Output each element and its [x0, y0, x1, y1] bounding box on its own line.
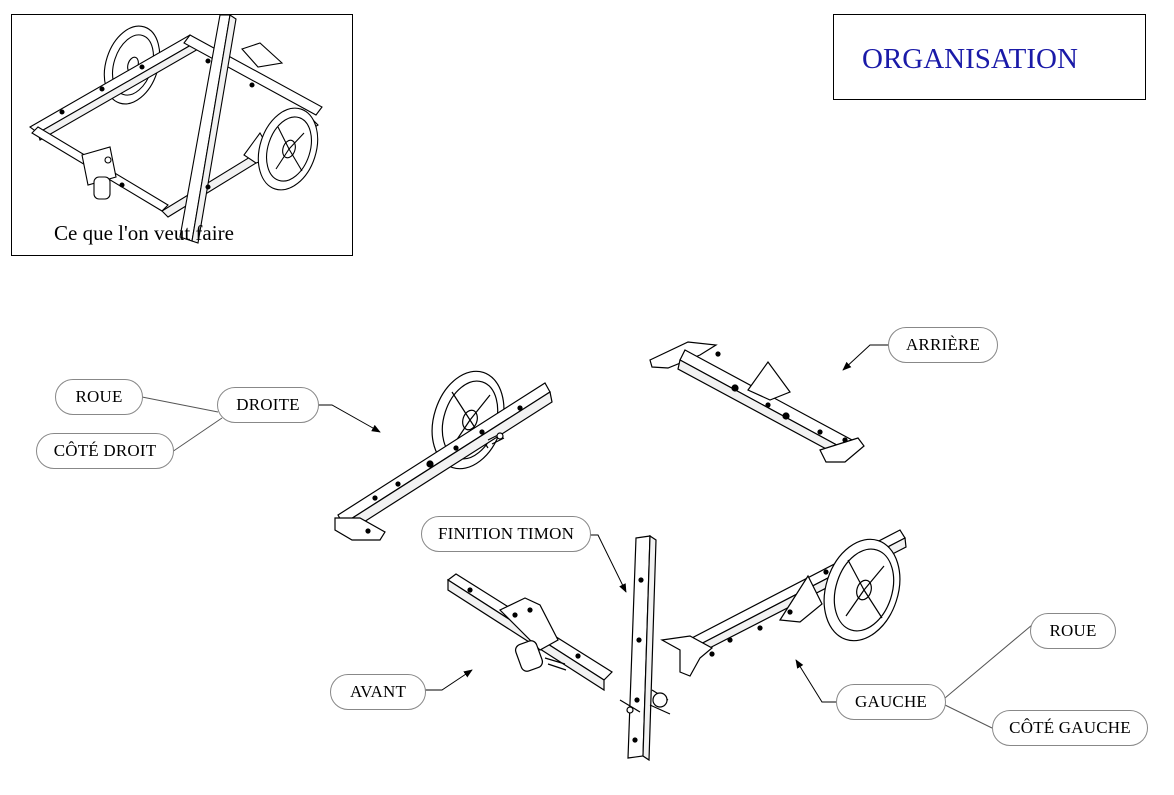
front-part	[446, 573, 613, 692]
label-avant: AVANT	[330, 674, 426, 710]
label-roue-left: ROUE	[1030, 613, 1116, 649]
title-box: ORGANISATION	[833, 14, 1146, 100]
drawbar-part	[619, 534, 671, 762]
label-droite: DROITE	[217, 387, 319, 423]
right-side-part	[334, 370, 553, 541]
left-side-part	[660, 529, 907, 677]
preview-caption: Ce que l'on veut faire	[54, 221, 234, 245]
assembled-cart-drawing	[29, 15, 323, 244]
label-roue-right: ROUE	[55, 379, 143, 415]
leader-lines	[141, 344, 1033, 729]
preview-inset: Ce que l'on veut faire	[11, 14, 353, 256]
label-finition-timon: FINITION TIMON	[421, 516, 591, 552]
page-title: ORGANISATION	[862, 43, 1078, 75]
label-cote-gauche: CÔTÉ GAUCHE	[992, 710, 1148, 746]
label-cote-droit: CÔTÉ DROIT	[36, 433, 174, 469]
label-gauche: GAUCHE	[836, 684, 946, 720]
rear-part	[649, 341, 865, 463]
label-arriere: ARRIÈRE	[888, 327, 998, 363]
